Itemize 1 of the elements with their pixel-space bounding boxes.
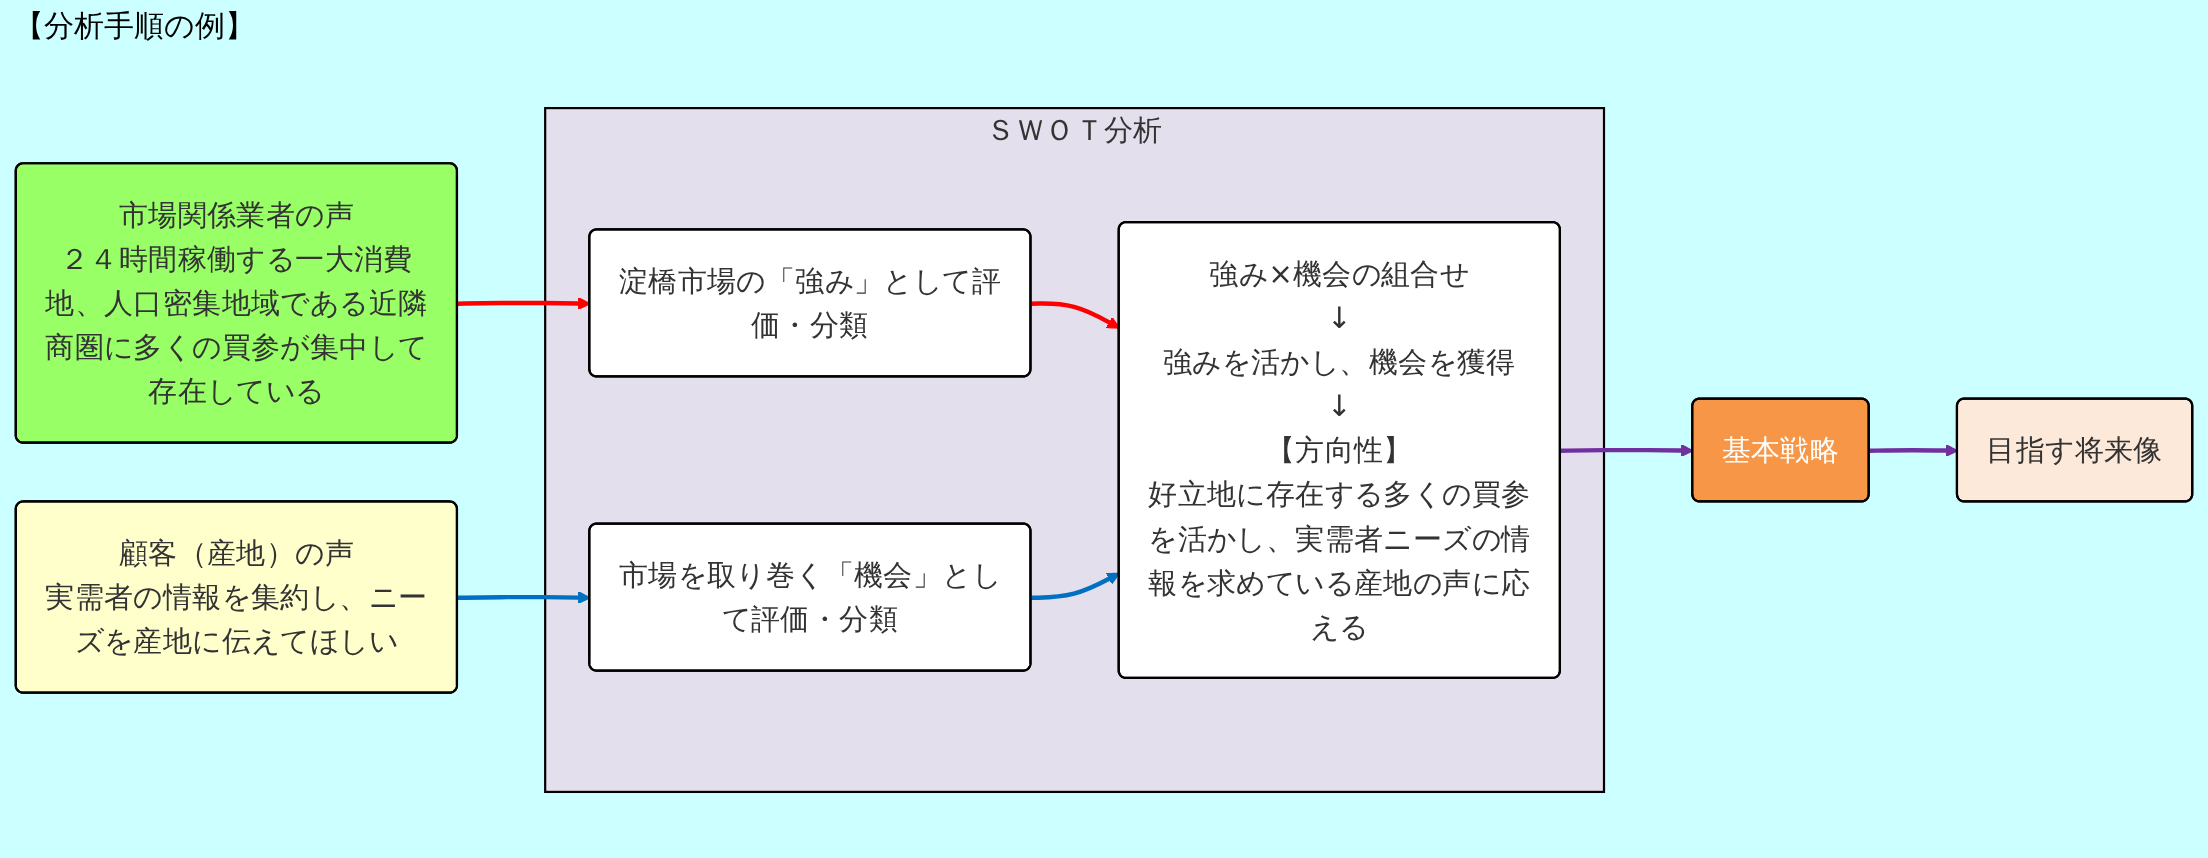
diagram-title: 【分析手順の例】 (14, 7, 255, 45)
